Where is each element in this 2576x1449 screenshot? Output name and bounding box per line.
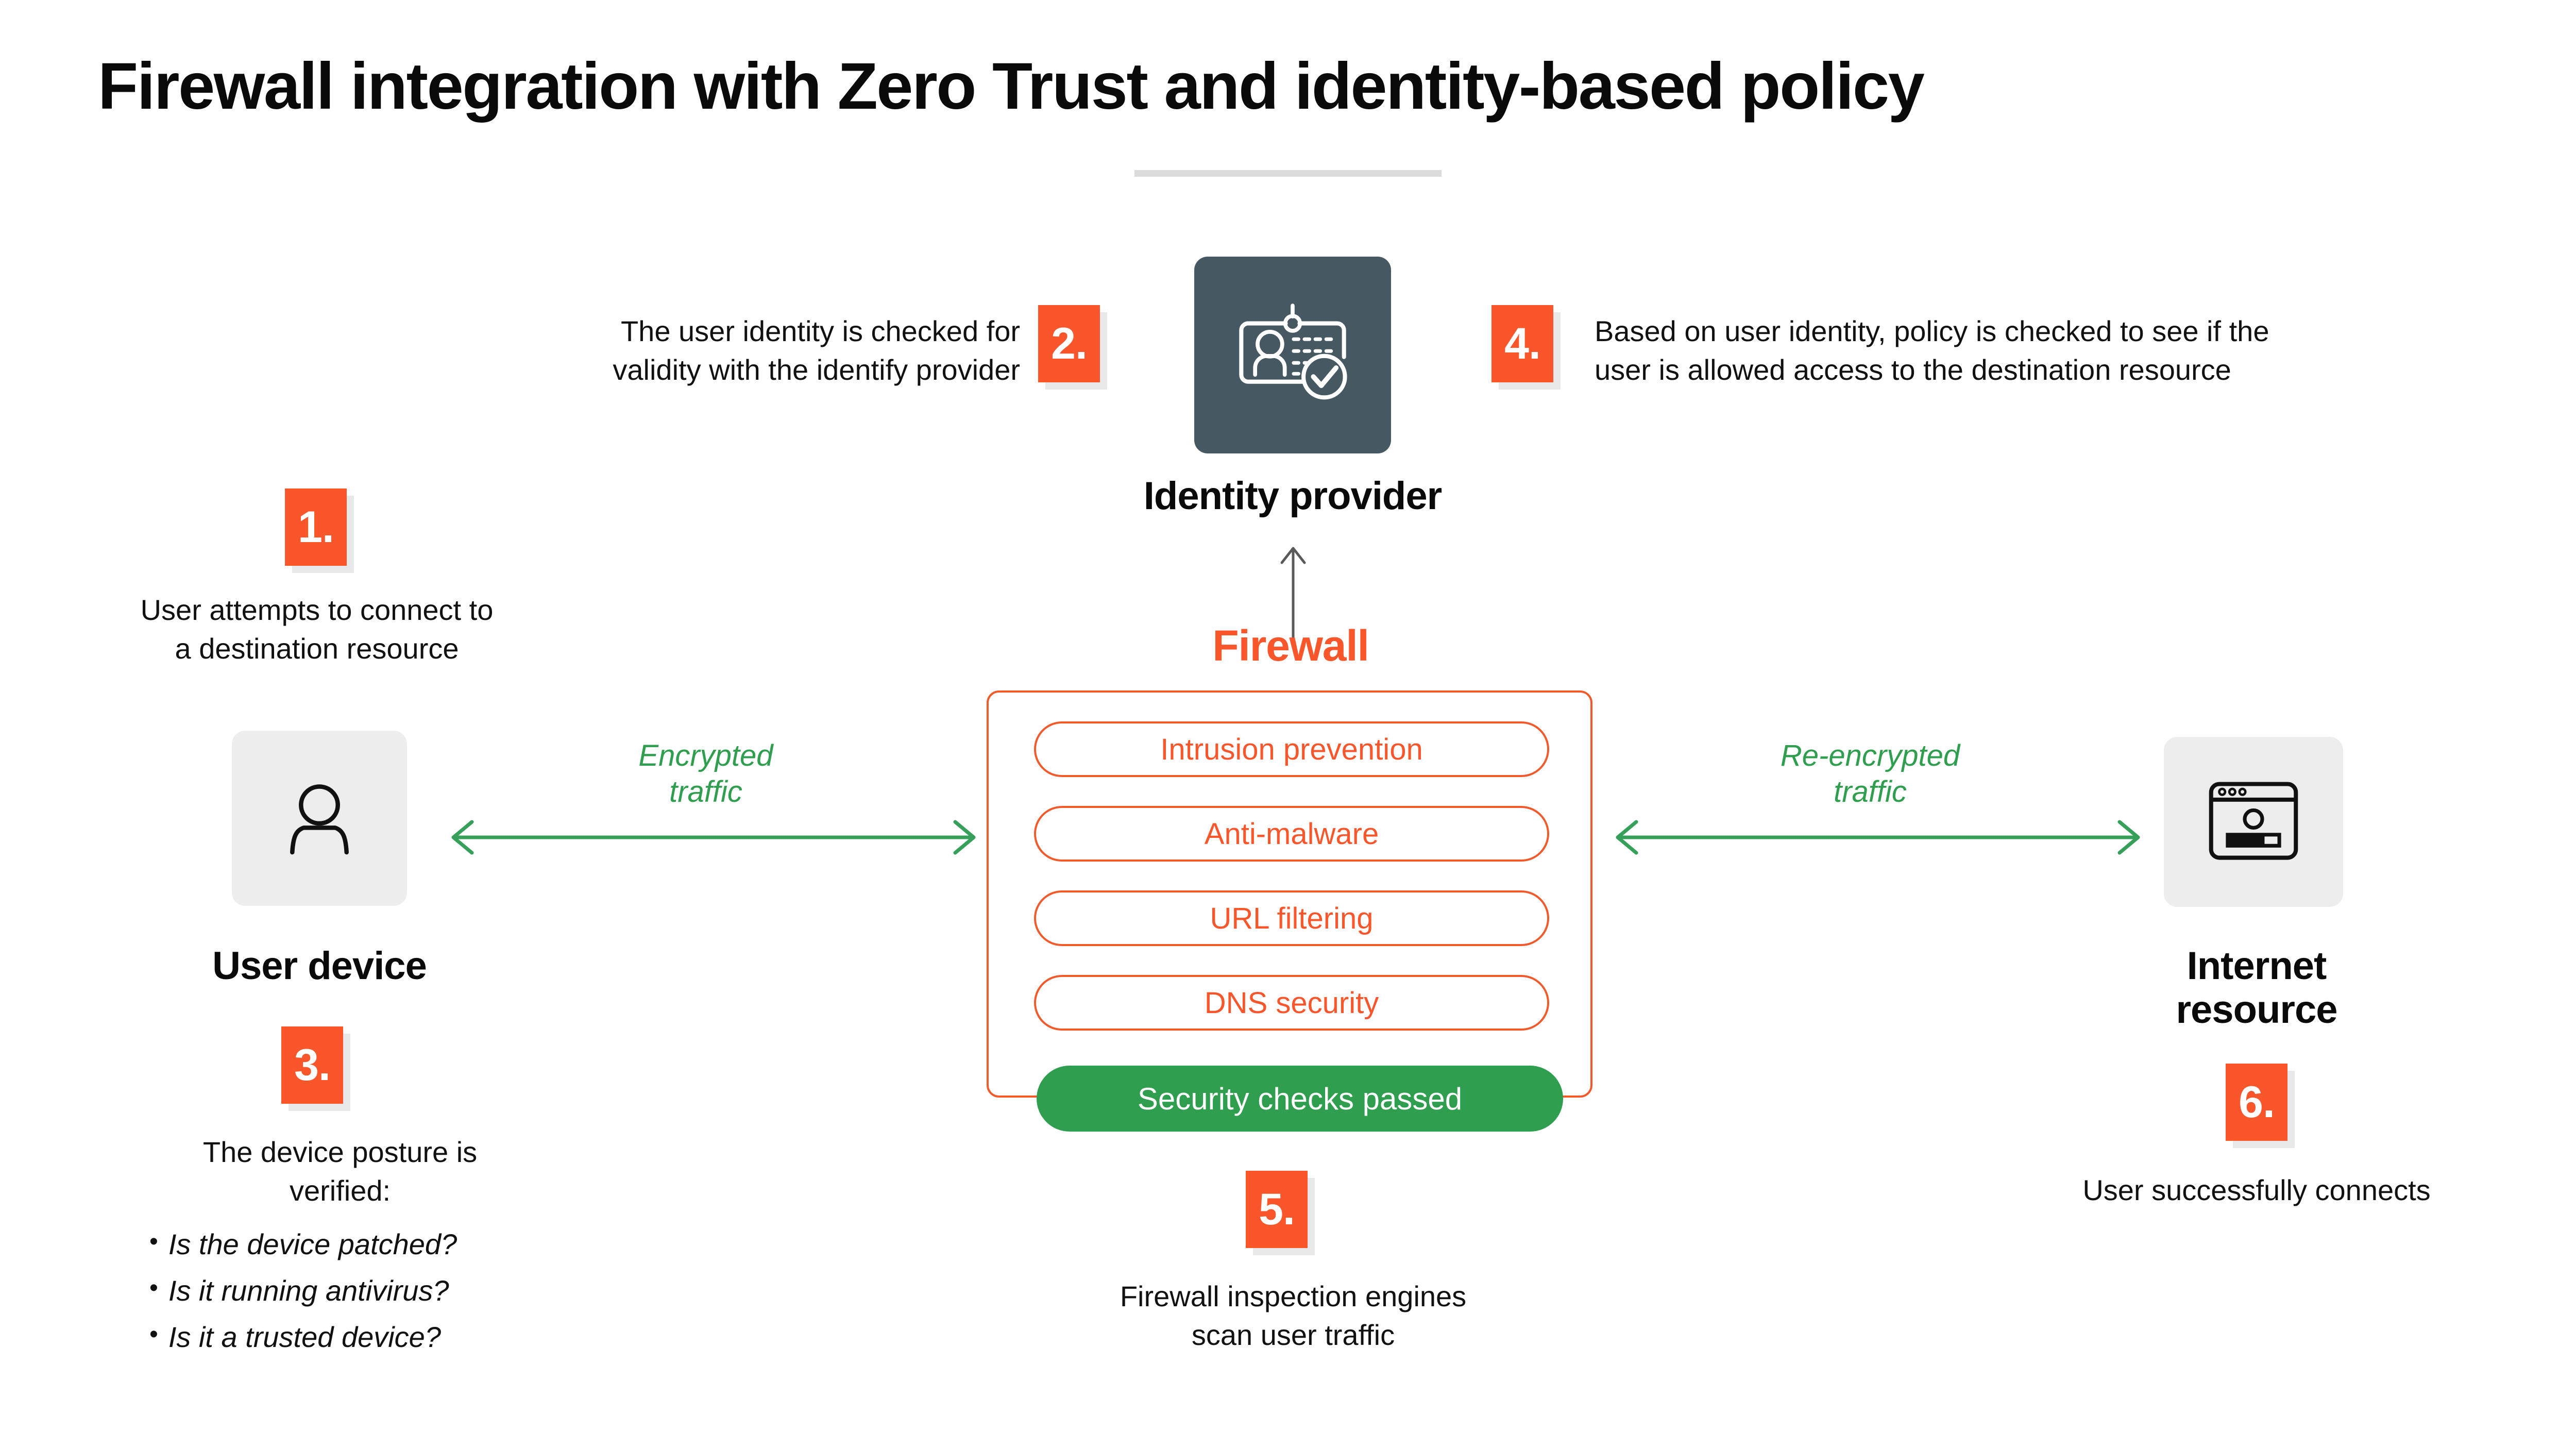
- step-4-description: Based on user identity, policy is checke…: [1595, 312, 2481, 389]
- step-1-line-2: a destination resource: [175, 632, 459, 665]
- step-1-line-1: User attempts to connect to: [140, 594, 494, 626]
- step-4-badge: 4.: [1492, 305, 1553, 382]
- step-5-badge: 5.: [1246, 1171, 1308, 1248]
- firewall-box: Intrusion prevention Anti-malware URL fi…: [987, 690, 1592, 1098]
- posture-check-2: Is it running antivirus?: [168, 1274, 449, 1307]
- step-3-description: The device posture is verified:: [98, 1133, 582, 1210]
- engine-pill-url-filtering[interactable]: URL filtering: [1034, 890, 1549, 946]
- encrypted-traffic-line-2: traffic: [669, 774, 742, 808]
- posture-check-1: Is the device patched?: [168, 1228, 457, 1260]
- page-title: Firewall integration with Zero Trust and…: [98, 49, 1925, 123]
- step-5-description: Firewall inspection engines scan user tr…: [1010, 1277, 1577, 1354]
- step-3-badge: 3.: [281, 1026, 343, 1104]
- encrypted-traffic-line-1: Encrypted: [638, 739, 773, 772]
- step-1-badge: 1.: [285, 488, 347, 566]
- step-6-badge: 6.: [2226, 1064, 2287, 1141]
- re-encrypted-traffic-line-1: Re-encrypted: [1780, 739, 1960, 772]
- re-encrypted-traffic-line-2: traffic: [1834, 774, 1907, 808]
- step-4-line-1: Based on user identity, policy is checke…: [1595, 315, 2269, 347]
- step-1-description: User attempts to connect to a destinatio…: [77, 591, 556, 668]
- engine-pill-intrusion-prevention[interactable]: Intrusion prevention: [1034, 721, 1549, 777]
- browser-window-icon: [2206, 777, 2301, 868]
- engine-pill-anti-malware[interactable]: Anti-malware: [1034, 806, 1549, 862]
- internet-resource-label-line-2: resource: [2176, 988, 2337, 1032]
- user-device-tile[interactable]: [232, 731, 407, 906]
- person-icon: [276, 773, 363, 864]
- encrypted-traffic-label: Encrypted traffic: [526, 738, 886, 810]
- security-checks-passed-pill[interactable]: Security checks passed: [1037, 1066, 1563, 1132]
- posture-check-3: Is it a trusted device?: [168, 1321, 441, 1353]
- encrypted-traffic-arrow: [443, 814, 984, 861]
- internet-resource-label-line-1: Internet: [2187, 944, 2327, 988]
- step-2-line-2: validity with the identify provider: [613, 353, 1020, 386]
- step-2-line-1: The user identity is checked for: [620, 315, 1020, 347]
- re-encrypted-traffic-arrow: [1607, 814, 2148, 861]
- bullet-dot-icon: •: [149, 1274, 158, 1302]
- re-encrypted-traffic-label: Re-encrypted traffic: [1690, 738, 2050, 810]
- list-item: • Is the device patched?: [149, 1226, 572, 1262]
- device-posture-checklist: • Is the device patched? • Is it running…: [149, 1226, 572, 1366]
- bullet-dot-icon: •: [149, 1321, 158, 1348]
- step-3-line-1: The device posture is: [202, 1136, 478, 1168]
- user-device-label: User device: [212, 944, 427, 988]
- step-2-badge: 2.: [1038, 305, 1100, 382]
- bullet-dot-icon: •: [149, 1228, 158, 1255]
- step-5-line-1: Firewall inspection engines: [1120, 1280, 1467, 1312]
- identity-provider-label: Identity provider: [1143, 474, 1442, 518]
- step-3-line-2: verified:: [289, 1174, 391, 1207]
- firewall-title: Firewall: [1212, 621, 1369, 670]
- id-badge-check-icon: [1233, 302, 1352, 408]
- step-6-description: User successfully connects: [1973, 1171, 2540, 1209]
- list-item: • Is it a trusted device?: [149, 1319, 572, 1355]
- identity-provider-tile[interactable]: [1194, 257, 1391, 453]
- internet-resource-label: Internet resource: [2092, 944, 2421, 1032]
- firewall-to-identity-arrow: [1265, 541, 1321, 644]
- step-6-line-1: User successfully connects: [2082, 1174, 2431, 1206]
- internet-resource-tile[interactable]: [2164, 737, 2343, 907]
- step-2-description: The user identity is checked for validit…: [526, 312, 1020, 389]
- title-divider: [1134, 170, 1442, 177]
- list-item: • Is it running antivirus?: [149, 1273, 572, 1309]
- step-5-line-2: scan user traffic: [1191, 1319, 1395, 1352]
- engine-pill-dns-security[interactable]: DNS security: [1034, 975, 1549, 1031]
- step-4-line-2: user is allowed access to the destinatio…: [1595, 353, 2231, 386]
